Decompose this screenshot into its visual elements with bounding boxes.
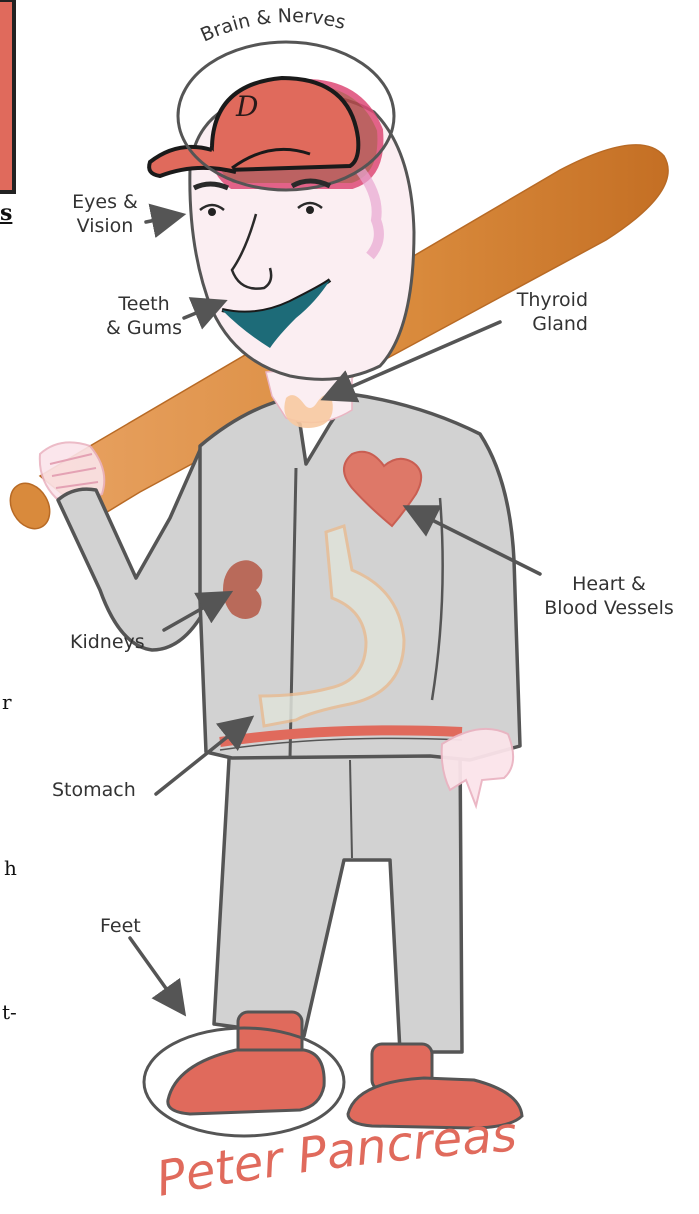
label-eyes-vision: Eyes & Vision xyxy=(60,190,150,238)
eyes-arrow xyxy=(146,216,176,222)
label-thyroid-gland: Thyroid Gland xyxy=(492,288,588,336)
title-text: Peter Pancreas xyxy=(152,1118,518,1208)
edge-fragment-s: s xyxy=(0,200,12,226)
title-textpath: Peter Pancreas xyxy=(152,1118,518,1208)
label-brain-nerves-text: Brain & Nerves xyxy=(197,5,347,47)
label-heart-blood-vessels: Heart & Blood Vessels xyxy=(530,572,688,620)
title-svg: Peter Pancreas xyxy=(150,1118,570,1208)
pants xyxy=(214,742,462,1052)
feet-arrow xyxy=(130,938,180,1008)
title-caption: Peter Pancreas xyxy=(150,1118,570,1208)
label-feet: Feet xyxy=(100,914,141,938)
label-teeth-gums: Teeth & Gums xyxy=(100,292,188,340)
edge-fragment-h: h xyxy=(4,856,17,880)
edge-fragment-t: t- xyxy=(2,1000,17,1024)
label-kidneys: Kidneys xyxy=(70,630,145,654)
cap-logo: D xyxy=(235,90,258,123)
edge-fragment-r: r xyxy=(2,690,12,714)
left-panel-fragment xyxy=(0,0,14,192)
label-stomach: Stomach xyxy=(52,778,136,802)
label-brain-nerves: Brain & Nerves xyxy=(197,5,347,47)
